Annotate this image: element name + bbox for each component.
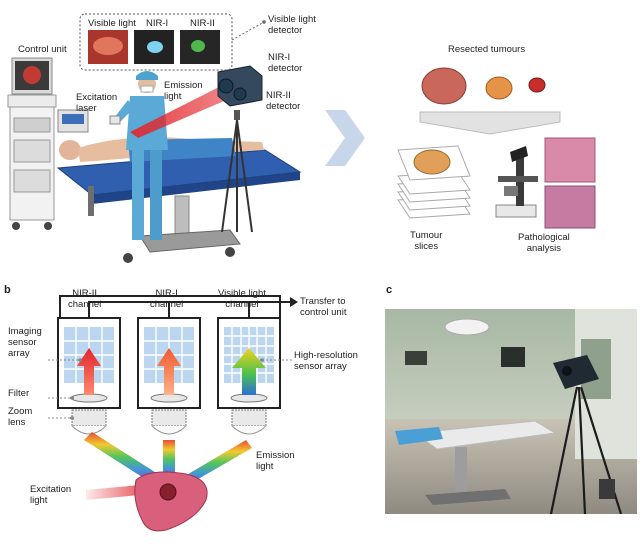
label-nir1-inset: NIR-I [146, 18, 169, 29]
label-filter: Filter [8, 388, 30, 399]
operating-table [56, 149, 302, 263]
microscope [495, 146, 538, 218]
nir2-arrow [77, 348, 101, 395]
label-nir2-channel: NIR-II channel [68, 288, 102, 310]
label-emission-light-a: Emission light [164, 80, 203, 102]
visible-arrow [232, 348, 266, 395]
flow-chevron [325, 110, 365, 166]
pathology-image-2 [544, 185, 596, 229]
pathology-image-1 [544, 137, 596, 183]
label-imaging-sensor-array: Imaging sensor array [8, 326, 42, 359]
panel-b-letter: b [4, 284, 11, 296]
label-tumour-slices: Tumour slices [410, 230, 443, 252]
label-resected-tumours: Resected tumours [448, 44, 526, 55]
label-nir2-inset: NIR-II [190, 18, 215, 29]
emission-ray-left [84, 432, 158, 482]
surgeon [109, 71, 168, 240]
detector-camera [217, 65, 263, 233]
label-emission-light-b: Emission light [256, 450, 295, 472]
label-control-unit: Control unit [18, 44, 67, 55]
label-excitation-laser: Excitation laser [76, 92, 118, 114]
emission-ray-center [163, 440, 175, 478]
tissue-organ [134, 471, 208, 532]
label-nir1-detector: NIR-I detector [268, 52, 303, 74]
emission-light-beam [130, 84, 231, 138]
label-transfer: Transfer to control unit [300, 296, 347, 318]
laser-source [57, 109, 89, 133]
label-zoom-lens: Zoom lens [8, 406, 33, 428]
label-nir2-detector: NIR-II detector [266, 90, 301, 112]
excitation-light-beam [86, 484, 150, 500]
transfer-wiring [59, 295, 290, 318]
down-chevron [419, 111, 561, 135]
control-unit-cart [7, 57, 57, 230]
label-pathological-analysis: Pathological analysis [518, 232, 570, 254]
tumour-spot [159, 483, 177, 501]
label-visible-light-detector: Visible light detector [268, 14, 316, 36]
panel-b-leaders [48, 357, 292, 421]
emission-ray-right [178, 440, 252, 486]
operating-room-photo [385, 309, 637, 514]
detector-preview-box [79, 13, 266, 71]
label-visible-light: Visible light [88, 18, 136, 29]
resected-tumours [421, 67, 546, 105]
label-visible-channel: Visible light channel [218, 288, 266, 310]
photo-scene [385, 309, 637, 514]
transfer-arrowhead [290, 297, 298, 307]
tumour-slices-stack [397, 145, 471, 219]
panel-c-letter: c [386, 284, 393, 296]
label-nir1-channel: NIR-I channel [150, 288, 184, 310]
nir1-arrow [157, 348, 181, 395]
label-high-res-sensor: High-resolution sensor array [294, 350, 358, 372]
label-excitation-light: Excitation light [30, 484, 72, 506]
